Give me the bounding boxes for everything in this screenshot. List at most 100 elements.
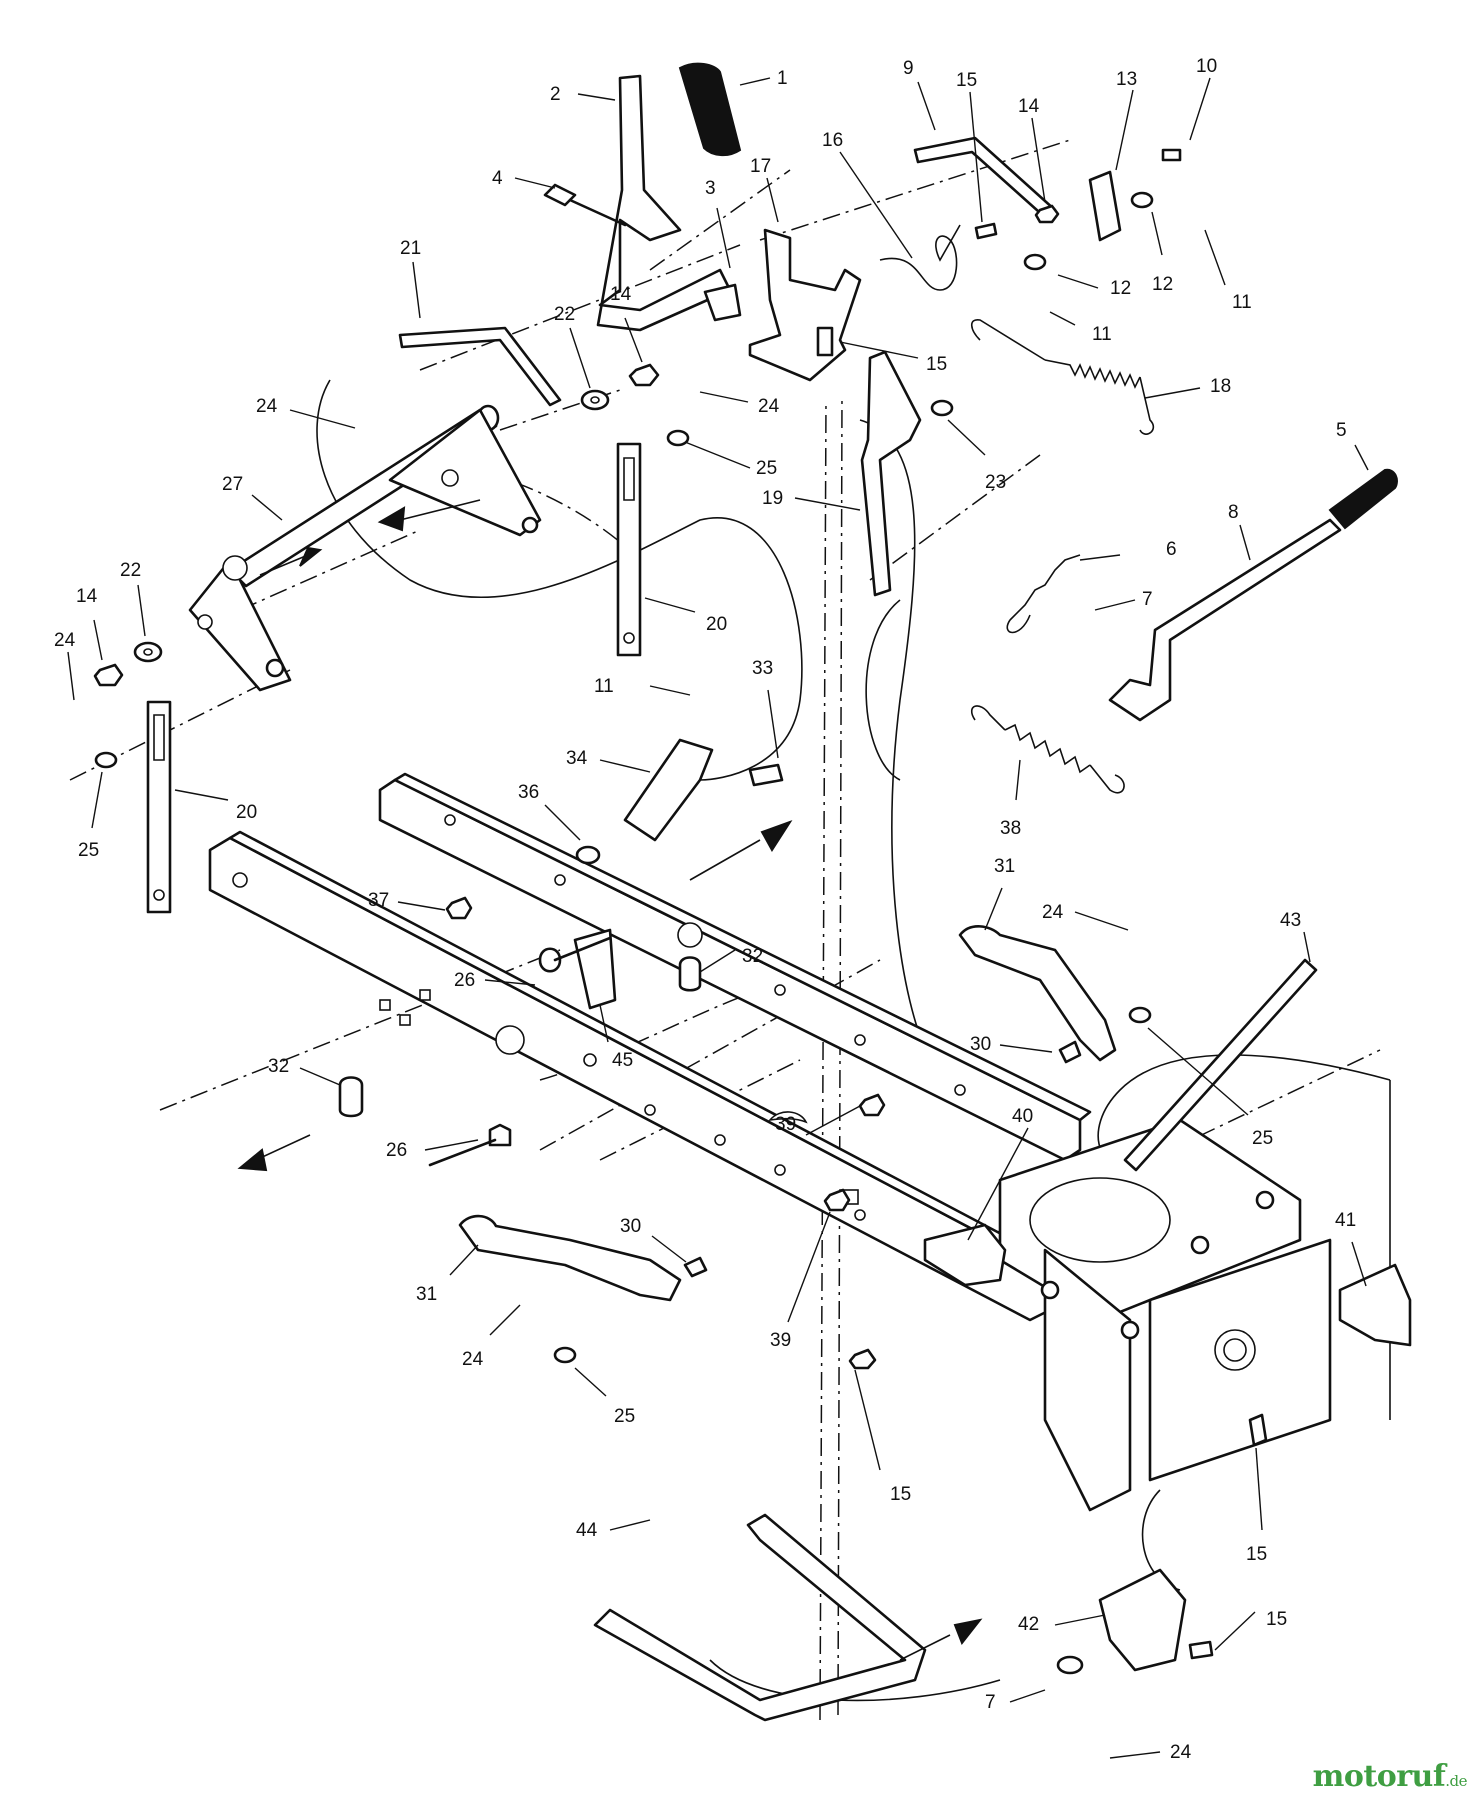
callout-39-lower: 39 [770,1330,791,1351]
callout-25-lower: 25 [614,1406,635,1427]
callout-26-lower: 26 [386,1140,407,1161]
callouts: 1 2 3 4 5 6 7 7 8 9 10 11 11 11 12 12 13… [54,56,1369,1763]
callout-5: 5 [1336,420,1347,441]
bracket-13 [1088,170,1122,242]
callout-32-right: 32 [742,946,763,967]
callout-19: 19 [762,488,783,509]
callout-22-right: 22 [554,304,575,325]
callout-12-left: 12 [1110,278,1131,299]
arm-31-left [458,1214,682,1302]
callout-15-right: 15 [1246,1544,1267,1565]
arm-31-right [958,925,1117,1062]
callout-6: 6 [1166,539,1177,560]
callout-31-left: 31 [416,1284,437,1305]
callout-32-left: 32 [268,1056,289,1077]
callout-34: 34 [566,748,588,769]
callout-7-lower: 7 [985,1692,996,1713]
callout-42: 42 [1018,1614,1039,1635]
rod-21 [398,326,562,407]
callout-9: 9 [903,58,914,79]
callout-22-left: 22 [120,560,141,581]
callout-24-right: 24 [1042,902,1064,923]
callout-17: 17 [750,156,771,177]
callout-24-bottom: 24 [1170,1742,1192,1763]
callout-8: 8 [1228,502,1239,523]
callout-20-right: 20 [706,614,727,635]
bracket-44 [593,1513,927,1722]
callout-30-left: 30 [620,1216,641,1237]
lever-19 [860,350,922,597]
callout-38: 38 [1000,818,1021,839]
callout-16: 16 [822,130,843,151]
callout-25-mid: 25 [756,458,777,479]
callout-11-mid: 11 [1092,324,1112,345]
lift-shaft-assembly [188,404,542,692]
callout-39-upper: 39 [775,1114,796,1135]
bracket-45 [573,928,617,1010]
callout-15-bottom: 15 [1266,1609,1287,1630]
callout-20-left: 20 [236,802,257,823]
rear-housing [998,1118,1332,1512]
frame-rail-right [378,772,1092,1162]
callout-24-lower: 24 [462,1349,484,1370]
callout-21: 21 [400,238,421,259]
callout-45: 45 [612,1050,633,1071]
callout-11-right: 11 [1232,292,1252,313]
callout-36: 36 [518,782,539,803]
bracket-17 [748,228,862,382]
lift-link-right [616,442,642,657]
callout-14-left: 14 [76,586,98,607]
callout-41: 41 [1335,1210,1356,1231]
callout-13: 13 [1116,69,1137,90]
callout-27: 27 [222,474,243,495]
callout-11-lower: 11 [594,676,614,697]
hardware [93,148,1268,1675]
assembly-lines [69,139,1381,1721]
callout-25-right: 25 [1252,1128,1273,1149]
callout-31-right: 31 [994,856,1015,877]
callout-15-top: 15 [956,70,977,91]
lift-lever-assembly [596,62,742,332]
callout-3: 3 [705,178,716,199]
direction-arrows [237,499,983,1661]
bracket-42 [1098,1568,1187,1672]
callout-33: 33 [752,658,773,679]
watermark-tld: .de [1445,1772,1467,1790]
spring-18 [970,319,1155,435]
bracket-40 [923,1223,1007,1287]
callout-14-mid: 14 [610,284,632,305]
spring-38 [970,705,1125,794]
callout-44: 44 [576,1520,598,1541]
callout-1: 1 [777,68,788,89]
callout-15-mid: 15 [926,354,947,375]
callout-24-mid: 24 [758,396,780,417]
watermark-brand: motoruf [1312,1759,1446,1794]
callout-40: 40 [1012,1106,1033,1127]
callout-23: 23 [985,472,1006,493]
callout-30-right: 30 [970,1034,991,1055]
callout-2: 2 [550,84,561,105]
callout-14-top: 14 [1018,96,1040,117]
lift-link-left [146,700,172,914]
callout-24-left: 24 [54,630,76,651]
bracket-41 [1338,1263,1412,1347]
callout-10: 10 [1196,56,1217,77]
speed-lever-assembly [1108,468,1398,722]
callout-25-left: 25 [78,840,99,861]
callout-37: 37 [368,890,389,911]
callout-7-upper: 7 [1142,589,1153,610]
callout-18: 18 [1210,376,1231,397]
callout-24-upper: 24 [256,396,278,417]
callout-26-upper: 26 [454,970,475,991]
bracket-34 [623,738,714,842]
callout-4: 4 [492,168,503,189]
watermark-logo: motoruf.de [1312,1759,1468,1794]
rod-43 [1123,958,1318,1172]
callout-15-lower: 15 [890,1484,911,1505]
rod-9 [913,136,1057,222]
spring-16 [879,224,961,291]
spring-6 [1006,554,1081,634]
callout-12-right: 12 [1152,274,1173,295]
callout-43: 43 [1280,910,1301,931]
